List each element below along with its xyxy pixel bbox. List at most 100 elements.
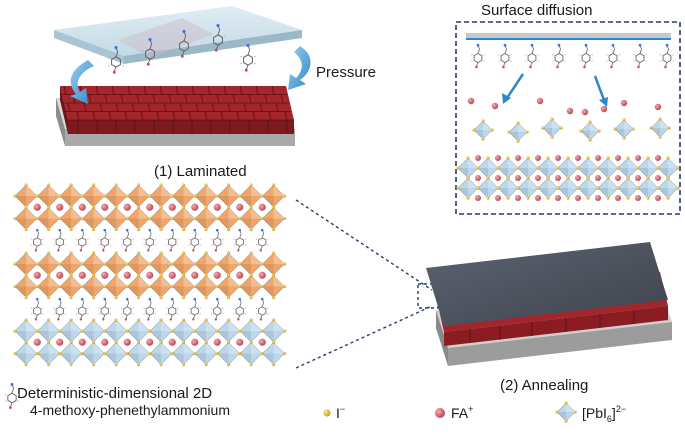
top-cation-0-2	[78, 203, 86, 211]
legend-molecule	[4, 382, 20, 409]
lower-spacer-6	[165, 297, 179, 321]
lower-spacer-7	[188, 297, 202, 321]
glass-molecule-3	[210, 24, 226, 52]
top-octahedron-0-3	[80, 183, 107, 209]
middle-octahedron-1-9	[215, 273, 242, 300]
bottom-cation-0-8	[213, 338, 221, 346]
middle-cation-0-8	[213, 271, 221, 279]
bulk-cation-1-2	[515, 175, 521, 181]
bulk-cation-1-6	[595, 175, 601, 181]
glass-plate	[54, 6, 302, 56]
bulk-cation-0-4	[555, 155, 561, 161]
svg-text:I−: I−	[336, 404, 345, 421]
middle-cation-0-7	[191, 271, 199, 279]
middle-octahedron-1-2	[58, 273, 84, 300]
bottom-octahedron-0-11	[260, 318, 287, 344]
surface-molecule-2	[525, 43, 539, 69]
bulk-cation-2-9	[655, 195, 661, 201]
middle-cation-0-2	[78, 271, 86, 279]
middle-octahedron-0-6	[148, 251, 174, 277]
bulk-octahedron-0-9	[636, 156, 660, 180]
top-cation-0-0	[33, 203, 41, 211]
laminated-panel: Pressure (1) Laminated	[54, 6, 376, 180]
middle-octahedron-1-8	[193, 273, 219, 300]
free-cation-7	[654, 103, 662, 111]
glass-molecule-1	[142, 38, 158, 66]
bottom-cation-0-6	[168, 338, 176, 346]
bottom-octahedron-0-9	[215, 318, 242, 344]
bulk-cation-2-3	[535, 195, 541, 201]
bottom-octahedron-1-11	[260, 340, 287, 367]
middle-octahedron-1-3	[80, 273, 107, 300]
upper-spacer-5	[143, 228, 157, 252]
bottom-octahedron-1-6	[148, 340, 174, 367]
lower-spacer-3	[98, 297, 112, 321]
bottom-octahedron-1-5	[125, 340, 152, 367]
anneal-grey-top-layer	[426, 242, 668, 326]
bulk-cation-0-6	[595, 155, 601, 161]
middle-octahedron-1-6	[148, 273, 174, 300]
bottom-octahedron-0-3	[80, 318, 107, 344]
upper-spacer-6	[165, 228, 179, 252]
bulk-cation-0-8	[635, 155, 641, 161]
pressure-arrow-right	[288, 46, 311, 90]
middle-cation-0-9	[236, 271, 244, 279]
iodide-icon	[323, 409, 331, 417]
surface-diffusion-label: Surface diffusion	[481, 2, 592, 19]
step1-label: (1) Laminated	[154, 163, 247, 180]
lower-spacer-9	[233, 297, 247, 321]
bottom-cation-0-9	[236, 338, 244, 346]
surface-molecule-4	[579, 43, 593, 69]
diffusion-dashed-box	[455, 21, 681, 215]
middle-cation-0-1	[56, 271, 64, 279]
bottom-octahedron-1-2	[58, 340, 84, 367]
top-cation-0-6	[168, 203, 176, 211]
top-octahedron-1-0	[13, 205, 39, 232]
top-octahedron-1-8	[193, 205, 219, 232]
middle-octahedron-1-4	[103, 273, 129, 300]
middle-cation-0-4	[123, 271, 131, 279]
upper-spacer-1	[53, 228, 67, 252]
bulk-octahedron-0-0	[456, 156, 480, 180]
bulk-octahedron-1-3	[516, 176, 540, 200]
bulk-cation-1-8	[635, 175, 641, 181]
bulk-cation-2-1	[495, 195, 501, 201]
upper-spacer-2	[75, 228, 89, 252]
middle-octahedron-1-1	[35, 273, 62, 300]
lower-spacer-1	[53, 297, 67, 321]
bottom-cation-0-1	[56, 338, 64, 346]
free-cation-0	[467, 97, 475, 105]
middle-cation-0-3	[101, 271, 109, 279]
top-cation-0-8	[213, 203, 221, 211]
bulk-cation-0-7	[615, 155, 621, 161]
bulk-octahedron-0-3	[516, 156, 540, 180]
free-octahedron-3	[579, 120, 601, 142]
top-octahedron-0-8	[193, 183, 219, 209]
bulk-octahedron-1-1	[476, 176, 500, 200]
middle-octahedron-1-11	[260, 273, 287, 300]
legend-iodide-label: I	[336, 405, 340, 421]
connector-lines	[295, 199, 439, 369]
middle-octahedron-1-0	[13, 273, 39, 300]
pressure-arrow-left	[70, 60, 94, 104]
svg-text:FA+: FA+	[451, 404, 473, 421]
spacer-molecule-icon	[4, 382, 20, 409]
bottom-octahedron-1-10	[238, 340, 264, 367]
middle-cation-0-0	[33, 271, 41, 279]
glass-molecule-0	[108, 46, 124, 74]
structure-label: Deterministic-dimensional 2D	[17, 385, 212, 402]
step2-label: (2) Annealing	[500, 377, 588, 394]
top-octahedron-1-5	[125, 205, 152, 232]
surface-molecule-7	[660, 43, 674, 69]
glass-molecule-2	[176, 30, 192, 58]
top-octahedron-1-11	[260, 205, 287, 232]
middle-octahedron-1-5	[125, 273, 152, 300]
bulk-cation-0-0	[475, 155, 481, 161]
bulk-cation-1-3	[535, 175, 541, 181]
free-octahedron-1	[507, 121, 529, 143]
free-cation-3	[566, 107, 574, 115]
top-cation-0-7	[191, 203, 199, 211]
bulk-cation-0-3	[535, 155, 541, 161]
lower-spacer-2	[75, 297, 89, 321]
